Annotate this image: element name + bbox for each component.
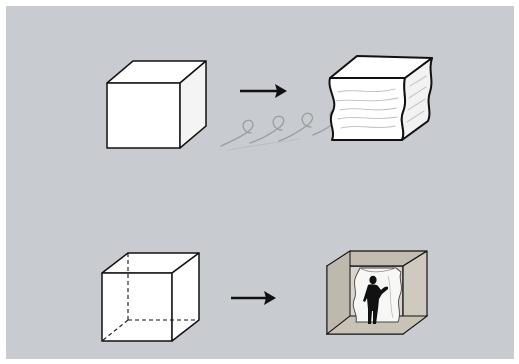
wireframe-cube (102, 253, 199, 341)
hollowed-cube-with-figure (327, 251, 427, 334)
solid-cube-front (107, 83, 180, 148)
textured-rough-cube (329, 56, 432, 140)
wind-swirl-marks (221, 109, 340, 150)
arrow-right-icon (240, 84, 287, 98)
arrow-right-icon (231, 291, 276, 305)
wireframe-cube-front (102, 273, 172, 341)
solid-cube (107, 61, 206, 148)
